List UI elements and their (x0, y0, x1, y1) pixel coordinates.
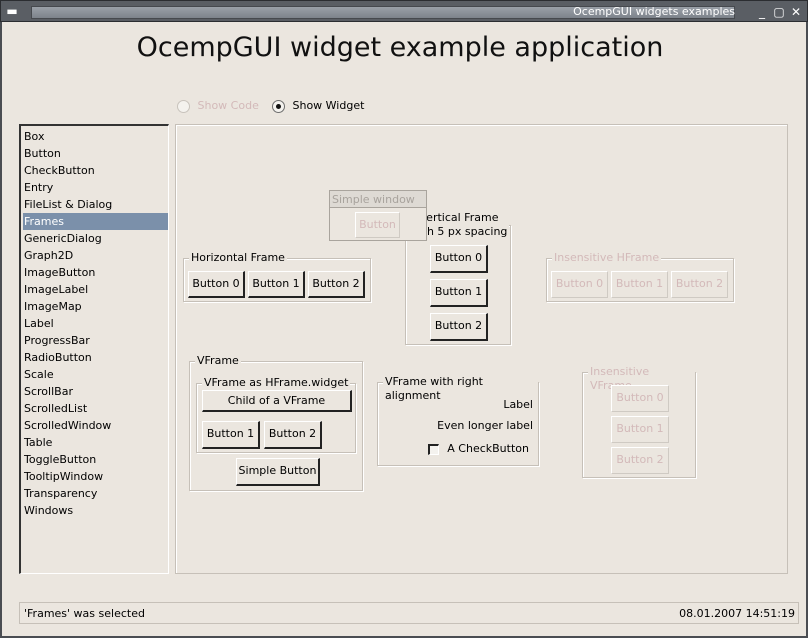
list-item[interactable]: Box (24, 130, 45, 143)
minimize-icon[interactable]: _ (759, 5, 765, 19)
insensitive-vframe-button-0[interactable]: Button 0 (611, 385, 669, 412)
list-item[interactable]: RadioButton (24, 351, 92, 364)
horizontal-frame: Horizontal Frame Button 0 Button 1 Butto… (183, 251, 371, 302)
insensitive-hframe-button-2[interactable]: Button 2 (671, 271, 728, 298)
simple-button[interactable]: Simple Button (236, 458, 320, 486)
vertical-frame-label-line1: Vertical Frame (419, 211, 499, 224)
list-item[interactable]: TooltipWindow (24, 470, 104, 483)
vframe: VFrame VFrame as HFrame.widget Child of … (189, 354, 363, 491)
list-item[interactable]: Entry (24, 181, 54, 194)
list-item[interactable]: Graph2D (24, 249, 74, 262)
vframe-button-1[interactable]: Button 1 (430, 279, 488, 307)
child-of-vframe-button[interactable]: Child of a VFrame (202, 390, 352, 412)
simple-window[interactable]: Simple window Button (329, 190, 427, 241)
list-item[interactable]: FileList & Dialog (24, 198, 113, 211)
close-icon[interactable]: ✕ (790, 5, 802, 19)
list-item[interactable]: CheckButton (24, 164, 95, 177)
show-widget-radio-icon[interactable] (272, 99, 285, 113)
maximize-icon[interactable]: ▢ (773, 5, 785, 19)
list-item[interactable]: GenericDialog (24, 232, 102, 245)
window-titlebar[interactable]: OcempGUI widgets examples ▬ _ ▢ ✕ (0, 0, 808, 22)
insensitive-hframe: Insensitive HFrame Button 0 Button 1 But… (546, 251, 734, 302)
title-bar-strip (31, 6, 735, 19)
checkbutton-label: A CheckButton (447, 442, 529, 455)
show-code-label: Show Code (197, 99, 259, 112)
list-item[interactable]: ScrollBar (24, 385, 73, 398)
show-widget-label: Show Widget (292, 99, 365, 112)
status-message: 'Frames' was selected (24, 607, 145, 620)
show-widget-radio[interactable]: Show Widget (272, 99, 364, 113)
hframe-button-2[interactable]: Button 2 (308, 271, 365, 298)
list-item[interactable]: ImageMap (24, 300, 82, 313)
page-heading: OcempGUI widget example application (136, 32, 664, 63)
insensitive-vframe: Insensitive VFrame Button 0 Button 1 But… (582, 365, 696, 478)
status-timestamp: 08.01.2007 14:51:19 (679, 607, 795, 620)
list-item[interactable]: Scale (24, 368, 54, 381)
simple-window-button[interactable]: Button (355, 212, 400, 238)
vframe-inner-hframe: VFrame as HFrame.widget Child of a VFram… (196, 376, 356, 453)
list-item[interactable]: Button (24, 147, 61, 160)
status-bar: 'Frames' was selected 08.01.2007 14:51:1… (19, 602, 799, 624)
vframe-row-button-1[interactable]: Button 1 (202, 421, 260, 449)
list-item[interactable]: ScrolledList (24, 402, 88, 415)
vframe-label: VFrame (195, 354, 241, 368)
window-title: OcempGUI widgets examples (573, 5, 735, 18)
list-item[interactable]: ImageButton (24, 266, 96, 279)
list-item[interactable]: ScrolledWindow (24, 419, 112, 432)
vframe-right-label: VFrame with right alignment (383, 375, 538, 403)
insensitive-hframe-button-0[interactable]: Button 0 (551, 271, 608, 298)
vframe-row-button-2[interactable]: Button 2 (264, 421, 322, 449)
list-item[interactable]: Windows (24, 504, 74, 517)
list-item[interactable]: Label (24, 317, 54, 330)
list-item[interactable]: Transparency (24, 487, 98, 500)
list-item[interactable]: ToggleButton (24, 453, 97, 466)
insensitive-vframe-button-2[interactable]: Button 2 (611, 447, 669, 474)
show-code-radio[interactable]: Show Code (177, 99, 259, 113)
insensitive-hframe-label: Insensitive HFrame (552, 251, 662, 265)
a-checkbutton[interactable]: A CheckButton (427, 442, 529, 455)
vframe-button-0[interactable]: Button 0 (430, 245, 488, 273)
insensitive-vframe-button-1[interactable]: Button 1 (611, 416, 669, 443)
list-item[interactable]: ImageLabel (24, 283, 89, 296)
vertical-frame-spacing: Vertical Frame with 5 px spacing Button … (405, 211, 511, 345)
window-frame (0, 22, 808, 638)
show-code-radio-icon[interactable] (177, 99, 190, 113)
hframe-button-0[interactable]: Button 0 (188, 271, 245, 298)
widget-demo-panel (175, 124, 788, 574)
vframe-inner-label: VFrame as HFrame.widget (202, 376, 351, 390)
checkbox-icon[interactable] (427, 443, 439, 455)
right-aligned-longer-label: Even longer label (437, 419, 533, 432)
window-menu-icon[interactable]: ▬ (6, 4, 18, 18)
simple-window-title[interactable]: Simple window (330, 191, 426, 208)
right-aligned-label: Label (503, 398, 533, 411)
vertical-frame-label-line2: with 5 px spacing (410, 225, 508, 238)
hframe-button-1[interactable]: Button 1 (248, 271, 305, 298)
vframe-button-2[interactable]: Button 2 (430, 313, 488, 341)
insensitive-hframe-button-1[interactable]: Button 1 (611, 271, 668, 298)
horizontal-frame-label: Horizontal Frame (189, 251, 287, 265)
list-item[interactable]: Table (24, 436, 53, 449)
vframe-right-alignment: VFrame with right alignment Label Even l… (377, 375, 539, 466)
list-item[interactable]: Frames (23, 213, 168, 230)
list-item[interactable]: ProgressBar (24, 334, 90, 347)
